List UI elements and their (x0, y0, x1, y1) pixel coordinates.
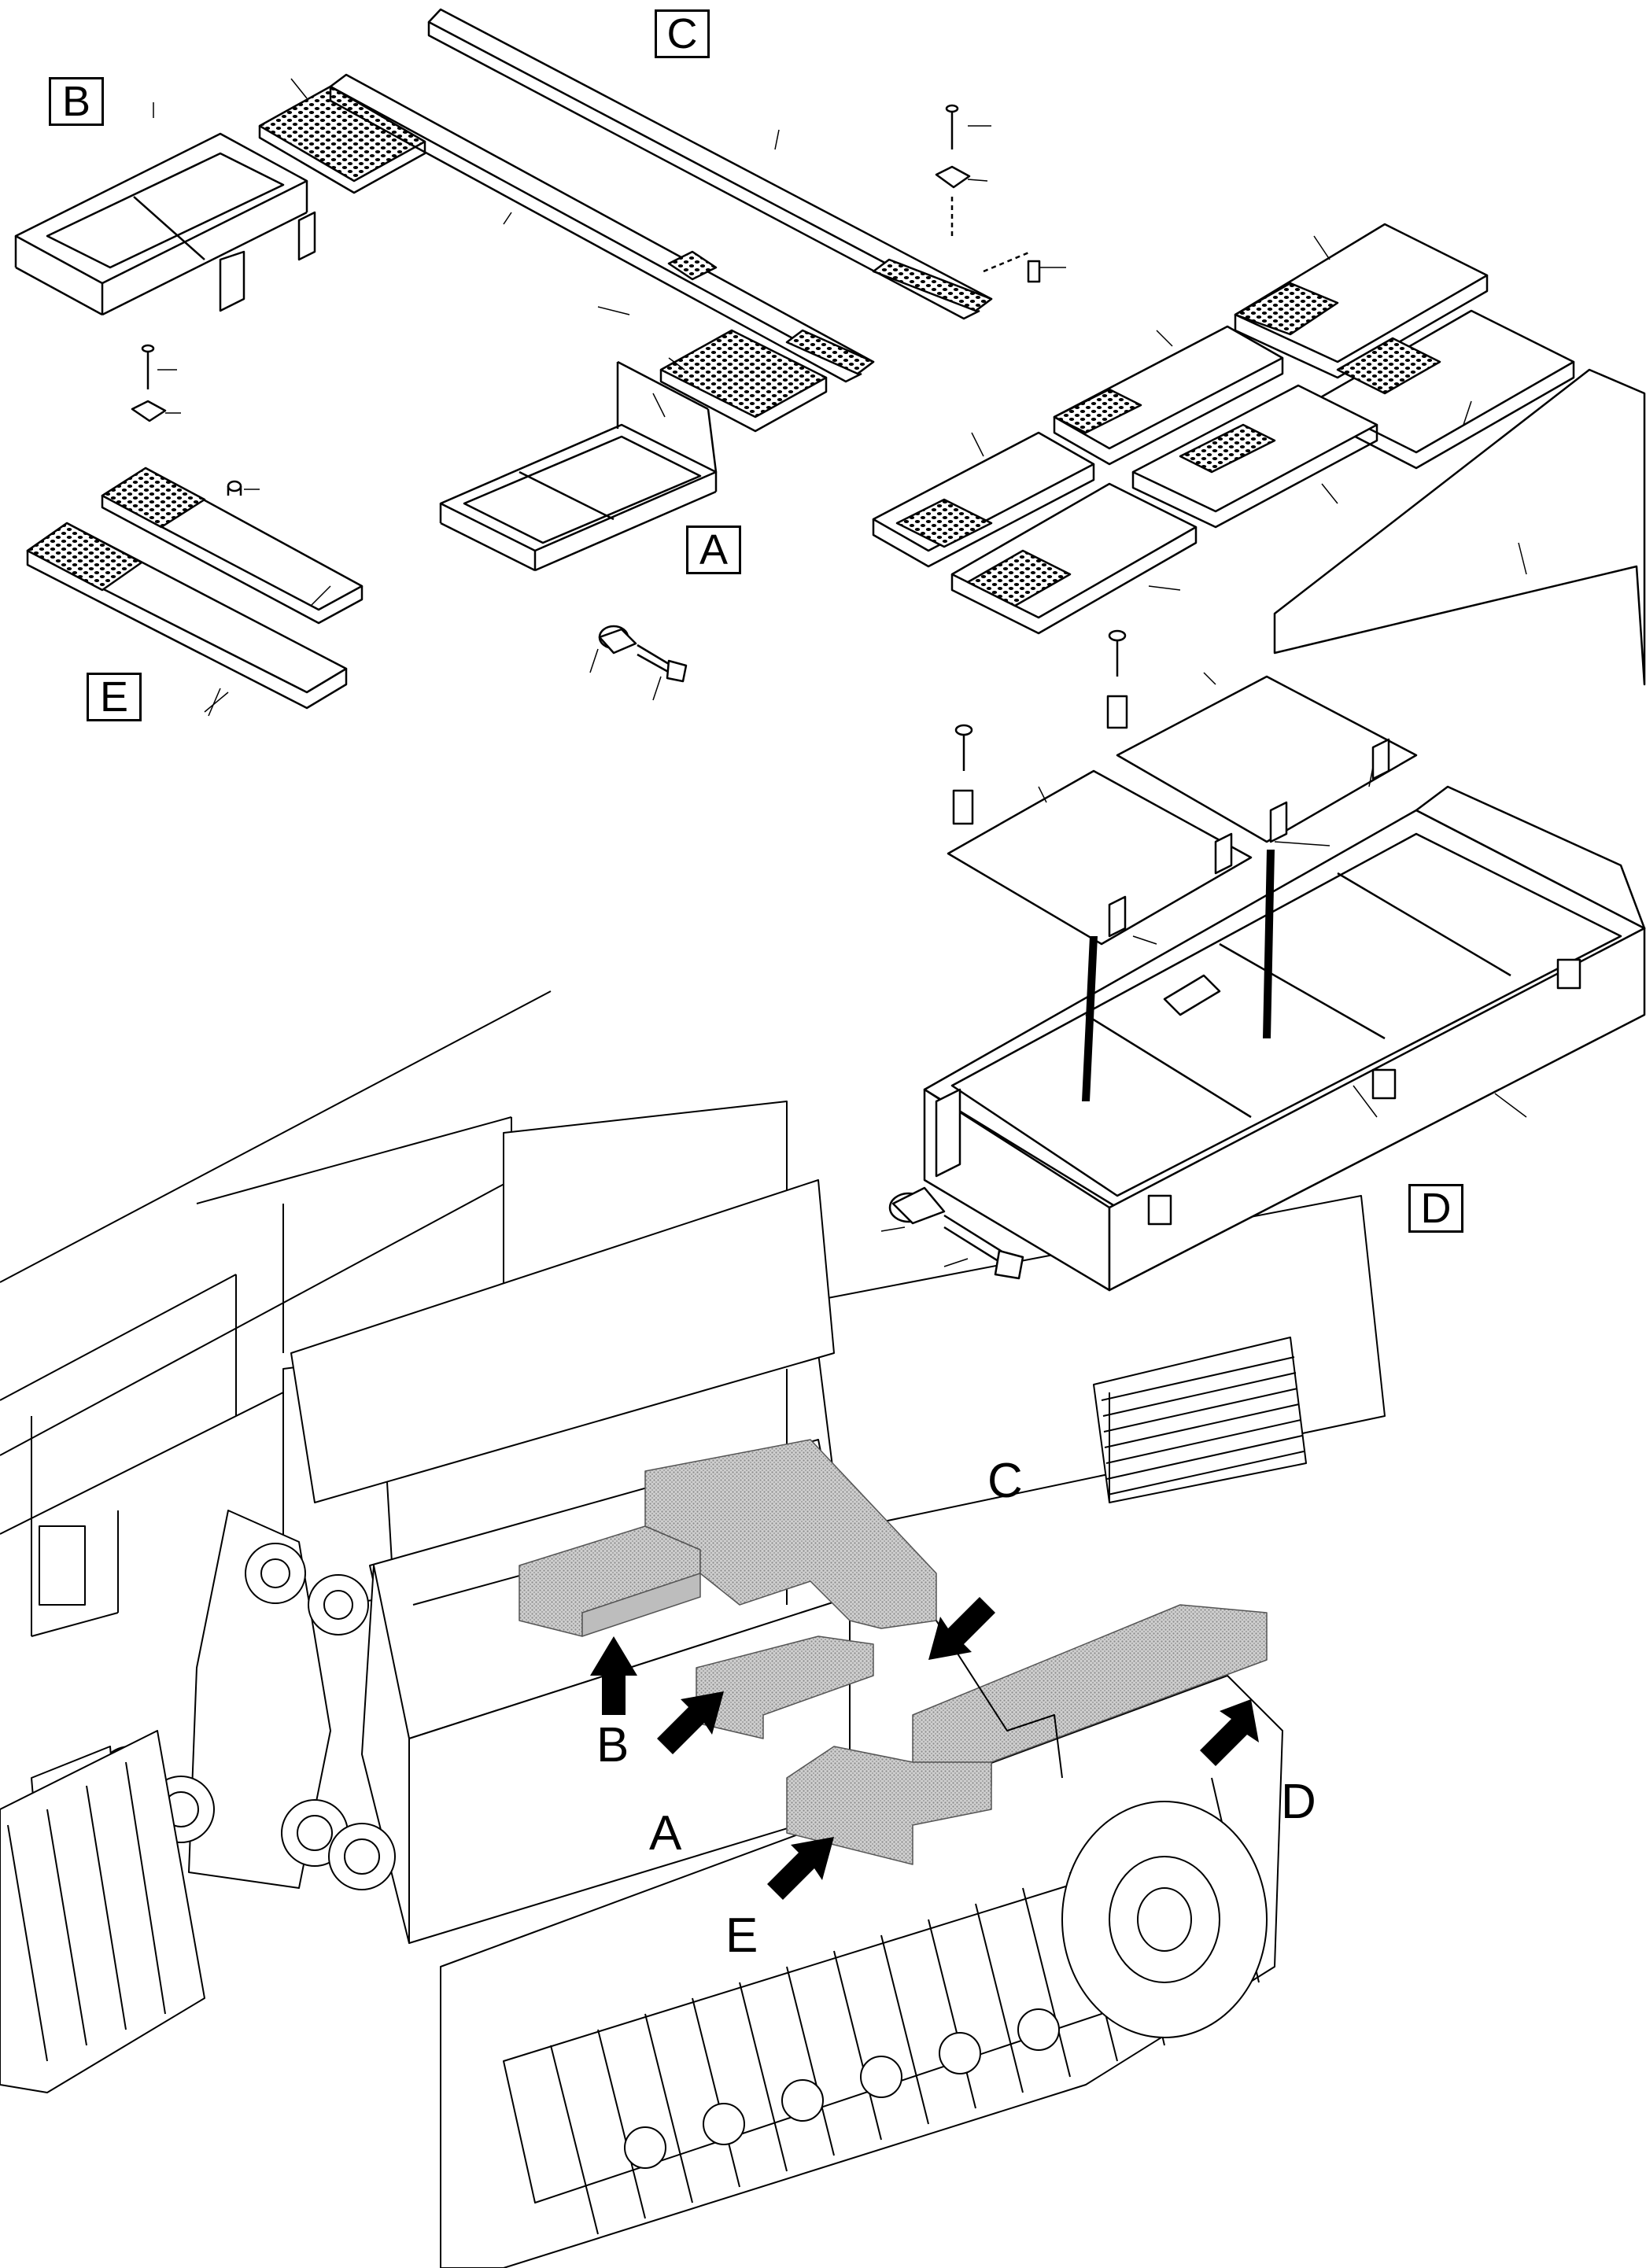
assembly-d-hardware (952, 629, 1128, 825)
assembly-c-step-upper (427, 8, 993, 320)
label-e-machine: E (725, 1908, 758, 1963)
assembly-e-step-lower (26, 522, 348, 710)
spacer-icon (1106, 695, 1128, 729)
label-d-exploded: D (1408, 1184, 1463, 1233)
label-b-machine: B (596, 1718, 629, 1772)
area-c-front (581, 1573, 701, 1637)
arrow-icon (1200, 1699, 1259, 1766)
washer-icon (131, 400, 167, 422)
bolt-icon (943, 1214, 1008, 1256)
label-a-machine: A (649, 1806, 682, 1860)
arrow-icons (590, 1597, 1259, 1900)
assembly-d-frame (923, 785, 1646, 1292)
arrow-icon (928, 1597, 995, 1660)
label-e-exploded: E (87, 673, 142, 721)
exploded-parts (14, 8, 1646, 1292)
shaded-mounting-areas (519, 1439, 1268, 1865)
assembly-a-plate (659, 329, 828, 433)
washer-icon (935, 165, 971, 189)
label-b-exploded: B (49, 77, 104, 126)
assembly-e-step-upper (101, 467, 364, 625)
machine-view (0, 990, 1386, 2268)
spacer-icon (952, 789, 974, 825)
label-c-machine: C (987, 1454, 1023, 1508)
assembly-c-step-lower (329, 73, 875, 383)
area-c-top (644, 1439, 937, 1629)
leader-lines (153, 78, 1527, 1267)
assembly-b-frame (14, 132, 316, 316)
label-a-exploded: A (686, 526, 741, 574)
arrow-icon (657, 1691, 724, 1754)
label-d-machine: D (1281, 1775, 1316, 1829)
spacer-icon (1027, 260, 1041, 283)
label-c-exploded: C (655, 9, 710, 58)
undercarriage-track (0, 1675, 1283, 2268)
leader-line (936, 1620, 1063, 1779)
strap-wedges (1082, 850, 1275, 1101)
arrow-icon (767, 1837, 834, 1900)
assembly-e-hardware (131, 344, 242, 496)
arrow-icon (590, 1636, 637, 1715)
assembly-d-top-plates (872, 223, 1575, 635)
machine-body-outline (0, 990, 552, 1637)
assembly-b-plate (258, 85, 426, 194)
assembly-a-hardware (598, 625, 688, 683)
assembly-c-hardware (935, 104, 1041, 283)
spacer-icon (227, 480, 242, 492)
assembly-d-side-panel (1273, 368, 1646, 686)
assembly-d-hardware-lower (888, 1186, 1024, 1280)
assembly-a-frame (439, 360, 718, 572)
